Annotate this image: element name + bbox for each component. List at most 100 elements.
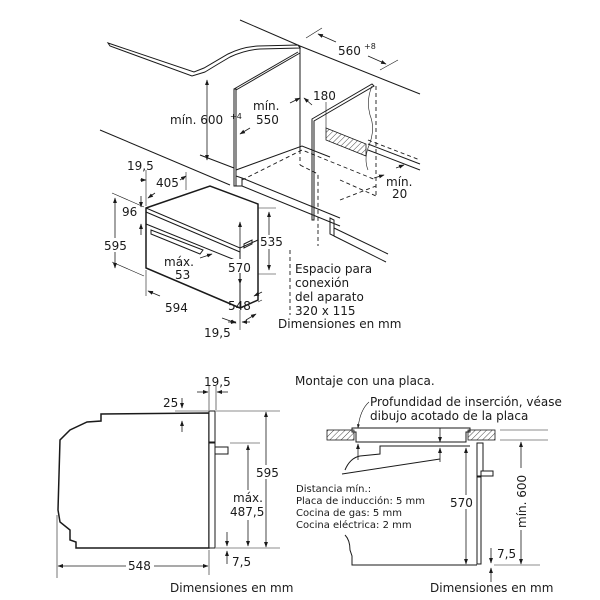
oven-top-profile (344, 445, 470, 471)
left-cabinet-top (233, 51, 299, 90)
label-niche-width: 560 (338, 44, 361, 58)
distance-induction: Placa de inducción: 5 mm (296, 495, 425, 507)
label-niche-height-tol: +4 (230, 112, 242, 121)
dim-niche-depth-arrow-2 (239, 127, 251, 135)
dim-oven-depth-b (253, 291, 263, 297)
handle-side (214, 446, 229, 455)
label-bg (514, 468, 528, 530)
hidden-connection (299, 164, 319, 230)
vent-opening (325, 127, 367, 157)
hob-callout-line-2: dibujo acotado de la placa (370, 409, 528, 423)
label-handle-prefix: máx. (164, 255, 194, 269)
hidden-rear-2 (339, 179, 377, 197)
label-front-thickness: 19,5 (204, 375, 231, 389)
plinth-edge (333, 227, 389, 255)
left-cabinet-side (233, 88, 237, 187)
connection-space-line-2: conexión (295, 276, 349, 290)
callout-leader (356, 401, 370, 429)
hob-control-panel (476, 442, 484, 477)
label-front-overhang: 19,5 (127, 159, 154, 173)
label-hob-body-height: 570 (450, 496, 473, 510)
label-oven-height: 595 (104, 239, 127, 253)
label-body-height: 570 (228, 261, 251, 275)
niche-shelf (235, 145, 331, 171)
dim-oven-depth-a (245, 313, 257, 321)
wall-top-edge-right (299, 45, 421, 95)
dim-niche-width-b (367, 55, 387, 65)
rear-bracket (243, 239, 253, 249)
side-view: 19,5 25 595 máx. 487,5 7,5 548 Dimension… (56, 375, 293, 595)
units-note-side: Dimensiones en mm (170, 581, 293, 595)
hob-view: Montaje con una placa. Profundidad de in… (295, 374, 562, 595)
label-hob-niche-height: mín. 600 (515, 475, 529, 528)
hob-callout-line-1: Profundidad de inserción, véase (370, 395, 562, 409)
ext-line (111, 192, 145, 208)
label-niche-width-tol: +8 (364, 42, 376, 51)
label-bg (255, 465, 281, 479)
label-niche-height: mín. 600 (170, 113, 223, 127)
label-bg (259, 235, 285, 249)
ext-line (111, 261, 145, 277)
label-rear-gap: 180 (313, 89, 336, 103)
distance-gas: Cocina de gas: 5 mm (296, 508, 402, 519)
label-bg (448, 495, 474, 509)
break-line (365, 85, 373, 171)
units-note-hob: Dimensiones en mm (430, 581, 553, 595)
hidden-rear (339, 185, 377, 201)
hob-door (476, 476, 482, 565)
door-side (208, 442, 216, 549)
right-cabinet-side (311, 83, 375, 221)
control-panel-side (208, 410, 216, 443)
label-rear-height: 535 (260, 235, 283, 249)
oven-handle (150, 229, 204, 255)
dim-oven-depth-top (147, 192, 156, 199)
hob-handle (480, 470, 494, 477)
hob (351, 427, 471, 443)
oven-isometric (145, 185, 259, 309)
label-hob-bottom-gap: 7,5 (497, 547, 516, 561)
countertop (106, 42, 301, 77)
dim-niche-width-a (317, 33, 337, 43)
shelf-front-edge (241, 177, 341, 219)
rear-rail (367, 143, 421, 165)
right-cabinet-foot (329, 217, 335, 237)
label-bg (228, 490, 264, 520)
dim-rear-vent-2 (373, 174, 385, 179)
label-door-value: 487,5 (230, 505, 264, 519)
label-bottom-gap: 7,5 (232, 555, 251, 569)
oven-top-front-edge (145, 207, 259, 249)
label-door-prefix: máx. (233, 491, 263, 505)
label-niche-depth-prefix: mín. (253, 99, 279, 113)
panel-top-line (145, 211, 241, 253)
label-panel-height: 96 (122, 205, 137, 219)
plinth-edge-2 (333, 235, 387, 263)
label-depth: 548 (128, 559, 151, 573)
connection-space-line-4: 320 x 115 (295, 304, 356, 318)
dim-rear-vent (395, 164, 405, 169)
hidden-base (241, 149, 377, 181)
wall-top-edge (239, 19, 301, 47)
label-rear-vent-prefix: mín. (386, 175, 412, 189)
niche-base-left (199, 154, 235, 169)
label-top-gap: 25 (163, 396, 178, 410)
isometric-view: mín. 600 +4 mín. 550 560 +8 180 mín. 20 (99, 19, 421, 340)
connection-space-line-1: Espacio para (295, 262, 372, 276)
label-bottom-overhang: 19,5 (204, 326, 231, 340)
label-handle-value: 53 (175, 268, 190, 282)
hob-title: Montaje con una placa. (295, 374, 435, 388)
label-oven-depth-top: 405 (156, 176, 179, 190)
label-total-height: 595 (256, 466, 279, 480)
label-niche-depth: 550 (256, 113, 279, 127)
floor-edge-left (99, 129, 231, 186)
dim-oven-width-a (147, 290, 161, 297)
oven-side-profile (57, 412, 210, 549)
connection-space-line-3: del aparato (295, 290, 364, 304)
worktop-left (326, 429, 355, 441)
units-note-iso: Dimensiones en mm (278, 317, 401, 331)
worktop-right (467, 429, 496, 441)
dim-handle (199, 253, 213, 259)
shelf-front-edge-2 (241, 185, 341, 227)
dim-rear-gap (303, 97, 313, 106)
shelf-front (235, 175, 243, 187)
